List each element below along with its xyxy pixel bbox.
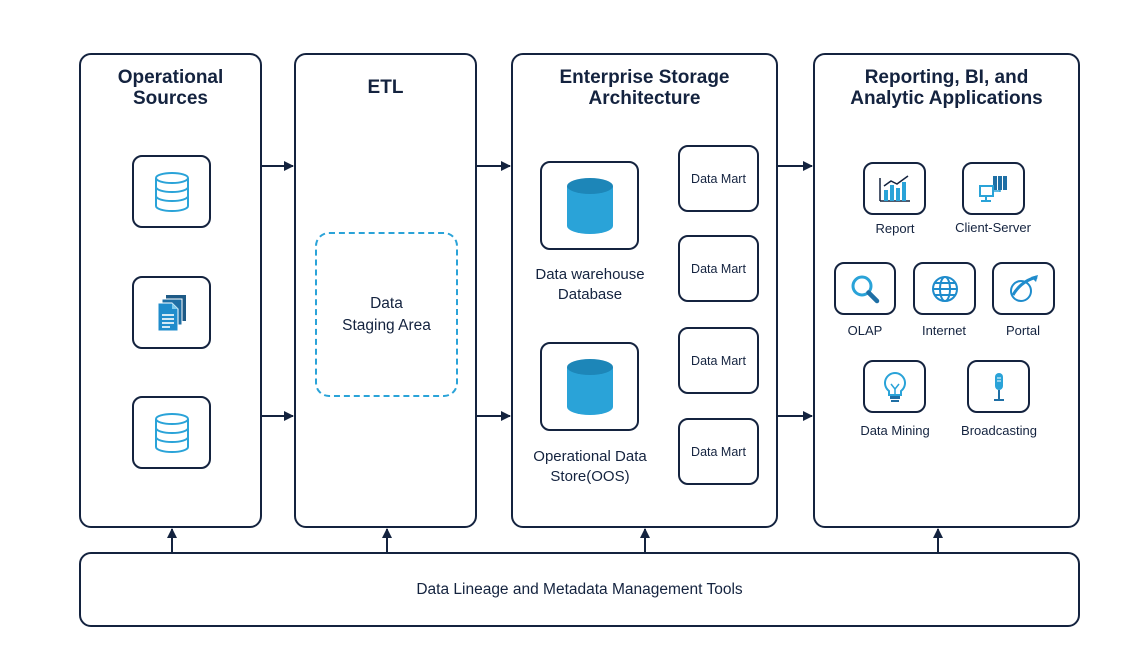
source-database-box-2 [132, 396, 211, 469]
data-staging-area: Data Staging Area [315, 232, 458, 397]
operational-data-store-box [540, 342, 639, 431]
globe-icon [931, 275, 958, 302]
enterprise-storage-title: Enterprise Storage Architecture [559, 67, 730, 109]
data-mart-3: Data Mart [678, 327, 759, 394]
client-server-label: Client-Server [955, 220, 1031, 235]
portal-app-box [992, 262, 1055, 315]
report-label: Report [875, 221, 915, 236]
olap-app-box [834, 262, 896, 315]
client-server-app-box [962, 162, 1025, 215]
data-mart-1: Data Mart [678, 145, 759, 212]
operational-sources-title: Operational Sources [117, 67, 224, 109]
documents-icon [157, 294, 186, 331]
broadcasting-app-box [967, 360, 1030, 413]
data-mining-app-box [863, 360, 926, 413]
microphone-icon [993, 372, 1004, 401]
internet-app-box [913, 262, 976, 315]
report-app-box [863, 162, 926, 215]
data-warehouse-box [540, 161, 639, 250]
reporting-title: Reporting, BI, and Analytic Applications [850, 67, 1043, 109]
metadata-management-tools-bar: Data Lineage and Metadata Management Too… [79, 552, 1080, 627]
source-document-box [132, 276, 211, 349]
bar-chart-icon [878, 174, 910, 202]
metadata-management-tools-label: Data Lineage and Metadata Management Too… [416, 580, 743, 598]
lightbulb-icon [883, 371, 906, 402]
cylinder-database-icon [566, 358, 613, 415]
broadcasting-label: Broadcasting [961, 423, 1037, 438]
etl-panel: ETL [294, 53, 477, 528]
portal-arrow-icon [1009, 274, 1038, 302]
data-mart-4: Data Mart [678, 418, 759, 485]
olap-label: OLAP [847, 323, 883, 338]
data-mining-label: Data Mining [860, 423, 930, 438]
portal-label: Portal [1006, 323, 1040, 338]
client-server-icon [978, 175, 1007, 202]
etl-title: ETL [367, 77, 404, 98]
cylinder-database-icon [566, 177, 613, 234]
source-database-box-1 [132, 155, 211, 228]
operational-data-store-label: Operational Data Store(OOS) [533, 448, 647, 485]
data-mart-2: Data Mart [678, 235, 759, 302]
database-icon [154, 412, 189, 453]
data-warehouse-label: Data warehouse Database [535, 266, 645, 303]
database-icon [154, 171, 189, 212]
internet-label: Internet [921, 323, 967, 338]
magnifier-icon [851, 275, 880, 303]
